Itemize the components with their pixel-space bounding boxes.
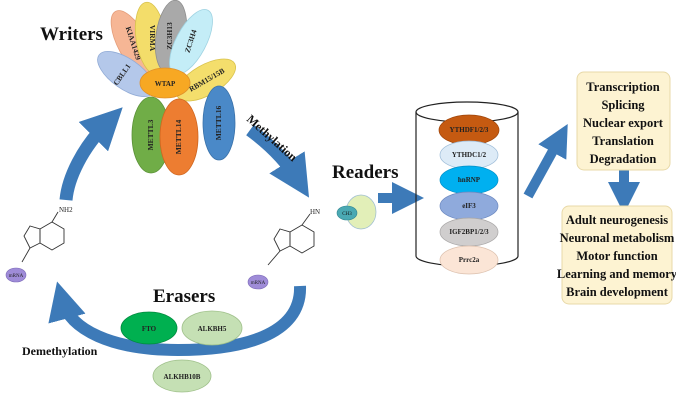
mrna-node-left: mRNA [5, 267, 27, 283]
methyl-group: CH3 [336, 205, 358, 221]
writer-petal-rbm15: RBM15/15B [176, 58, 236, 102]
writer-wtap: WTAP [139, 67, 191, 99]
writer-label: METTL14 [174, 119, 183, 154]
function-item: Learning and memory [557, 267, 676, 281]
adenine-molecule-right [267, 213, 315, 266]
reader-ythdc: YTHDC1/2 [439, 140, 499, 170]
reader-label: IGF2BP1/2/3 [449, 228, 489, 236]
writers-heading: Writers [40, 24, 103, 45]
amine-label-right: HN [310, 208, 320, 216]
methylation-arrow [246, 124, 310, 198]
reader-hnrnp: hnRNP [439, 165, 499, 195]
writer-label: VIRMA [148, 25, 157, 52]
eraser-alkhb10b: ALKHB10B [152, 359, 212, 393]
eraser-label: ALKHB10B [164, 373, 201, 381]
writer-mettl14: METTL14 [159, 98, 199, 176]
writer-label: ZC3H13 [165, 22, 174, 50]
function-item: Brain development [566, 285, 669, 299]
writer-label: METTL3 [146, 119, 155, 150]
writer-label: METTL16 [214, 105, 223, 140]
eraser-label: ALKBH5 [198, 325, 227, 333]
function-item: Nuclear export [583, 116, 664, 130]
neural-functions-box: Adult neurogenesis Neuronal metabolism M… [557, 205, 676, 305]
reader-eif3: eIF3 [439, 191, 499, 221]
function-item: Adult neurogenesis [566, 213, 668, 227]
demethylation-label: Demethylation [22, 344, 98, 358]
function-item: Degradation [590, 152, 657, 166]
function-item: Transcription [586, 80, 659, 94]
function-item: Motor function [576, 249, 657, 263]
demethylation-arrow [48, 281, 307, 357]
reader-label: Prrc2a [459, 256, 480, 264]
function-item: Neuronal metabolism [560, 231, 675, 245]
eraser-fto: FTO [120, 311, 178, 345]
eraser-label: FTO [142, 325, 157, 333]
mrna-label: mRNA [251, 281, 266, 286]
mrna-node-right: mRNA [247, 274, 269, 290]
mrna-label: mRNA [9, 274, 24, 279]
adenine-molecule-left [21, 211, 65, 263]
function-item: Splicing [601, 98, 645, 112]
arrow-to-functions [523, 123, 568, 199]
reader-ythdf: YTHDF1/2/3 [438, 114, 500, 146]
arrow-up-to-writers [59, 107, 123, 201]
amine-label-left: NH2 [59, 206, 73, 214]
reader-label: hnRNP [458, 176, 481, 184]
function-item: Translation [592, 134, 654, 148]
reader-label: eIF3 [462, 202, 476, 210]
wtap-label: WTAP [155, 80, 176, 88]
reader-prrc2a: Prrc2a [439, 245, 499, 275]
methyl-label: CH3 [342, 212, 352, 217]
reader-label: YTHDC1/2 [452, 151, 487, 159]
writer-mettl16: METTL16 [202, 85, 236, 161]
molecular-functions-box: Transcription Splicing Nuclear export Tr… [576, 71, 671, 171]
erasers-heading: Erasers [153, 286, 215, 307]
eraser-alkbh5: ALKBH5 [181, 310, 243, 346]
writers-complex: KIAA1429 VIRMA ZC3H13 ZC3H4 CBLL1 RBM15/… [97, 0, 236, 176]
reader-label: YTHDF1/2/3 [450, 126, 489, 134]
reader-igf2bp: IGF2BP1/2/3 [439, 217, 499, 247]
readers-heading: Readers [332, 162, 398, 183]
